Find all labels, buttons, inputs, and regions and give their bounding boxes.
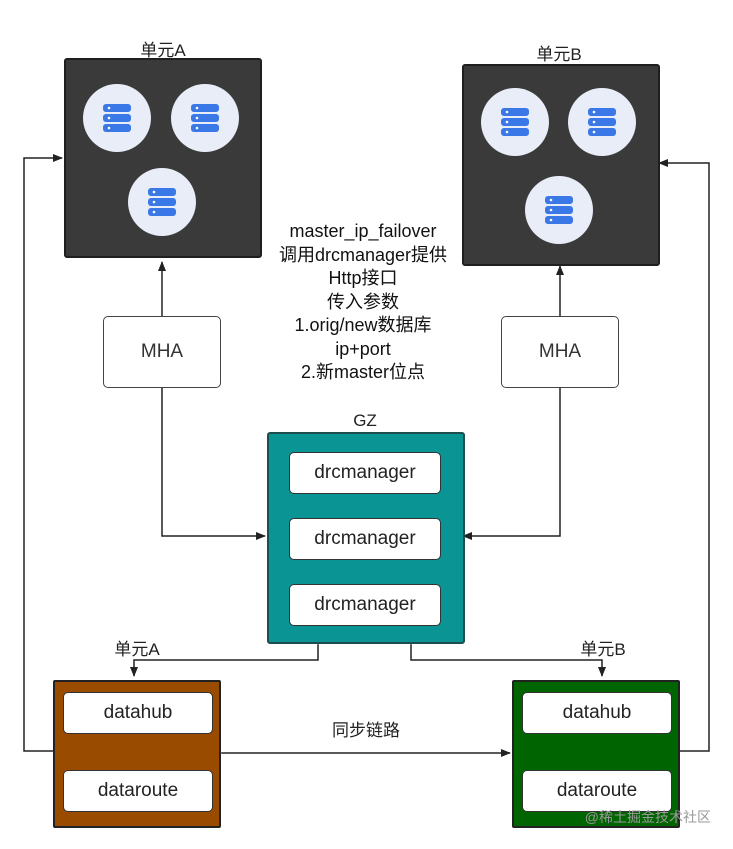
- arrow-unit-b-bottom-to-top: [658, 159, 710, 752]
- unit-b-db-panel: [462, 64, 660, 266]
- arrow-gz-unit-a-bidir: [130, 636, 322, 677]
- datahub-label: datahub: [562, 702, 632, 723]
- watermark: @稀土掘金技术社区: [584, 809, 711, 825]
- unit-a-bottom-label: 单元A: [114, 640, 160, 659]
- mha-right-box: MHA: [501, 316, 619, 388]
- datahub-box: datahub: [522, 692, 672, 734]
- drcmanager-box: drcmanager: [289, 584, 441, 626]
- mha-left-box: MHA: [103, 316, 221, 388]
- database-icon: [171, 84, 239, 152]
- note-line: master_ip_failover: [289, 221, 437, 241]
- drcmanager-label: drcmanager: [314, 528, 416, 549]
- sync-link-label: 同步链路: [332, 721, 400, 740]
- unit-a-top-label: 单元A: [140, 41, 186, 60]
- unit-b-top-label: 单元B: [536, 45, 582, 64]
- arrow-mha-left-to-gz: [161, 386, 266, 540]
- note-line: 2.新master位点: [300, 362, 426, 382]
- database-icon: [128, 168, 196, 236]
- drcmanager-box: drcmanager: [289, 518, 441, 560]
- note-line: ip+port: [335, 338, 391, 359]
- mha-left-label: MHA: [140, 341, 184, 362]
- dataroute-box: dataroute: [63, 770, 213, 812]
- dataroute-label: dataroute: [97, 780, 179, 801]
- arrow-unit-a-bottom-to-top: [23, 154, 63, 752]
- failover-note: master_ip_failover 调用drcmanager提供 Http接口…: [258, 220, 468, 385]
- drcmanager-label: drcmanager: [314, 462, 416, 483]
- note-line: 1.orig/new数据库: [294, 315, 432, 335]
- datahub-box: datahub: [63, 692, 213, 734]
- drcmanager-label: drcmanager: [314, 594, 416, 615]
- drcmanager-box: drcmanager: [289, 452, 441, 494]
- database-icon: [481, 88, 549, 156]
- unit-a-bottom-box: datahub dataroute: [53, 680, 221, 828]
- gz-label: GZ: [353, 411, 377, 430]
- note-line: 传入参数: [327, 291, 399, 312]
- database-icon: [568, 88, 636, 156]
- arrow-mha-right-to-gz: [462, 386, 561, 540]
- unit-b-bottom-label: 单元B: [580, 640, 626, 659]
- unit-b-bottom-box: datahub dataroute: [512, 680, 680, 828]
- dataroute-label: dataroute: [556, 780, 638, 801]
- unit-a-db-panel: [64, 58, 262, 258]
- note-line: Http接口: [328, 268, 398, 288]
- mha-right-label: MHA: [538, 341, 582, 362]
- database-icon: [525, 176, 593, 244]
- datahub-label: datahub: [103, 702, 173, 723]
- gz-container: drcmanager drcmanager drcmanager: [267, 432, 465, 644]
- database-icon: [83, 84, 151, 152]
- note-line: 调用drcmanager提供: [278, 244, 448, 265]
- arrow-gz-unit-b-bidir: [407, 636, 606, 677]
- dataroute-box: dataroute: [522, 770, 672, 812]
